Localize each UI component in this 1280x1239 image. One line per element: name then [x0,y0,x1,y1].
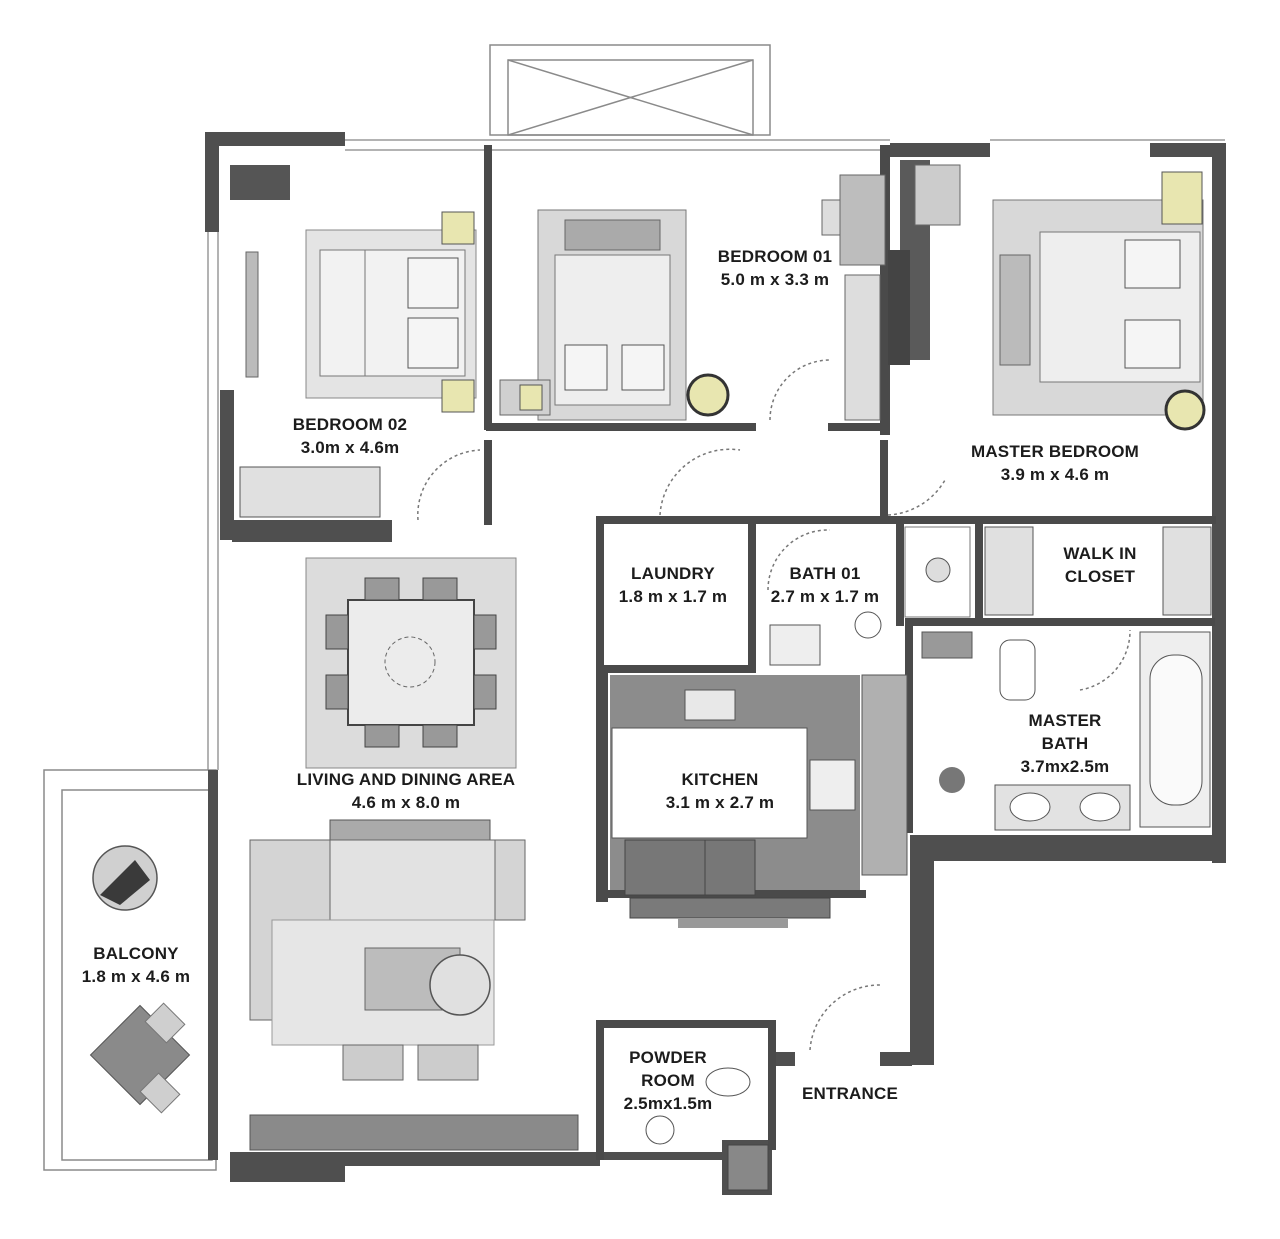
walk-in-closet-line2: CLOSET [1064,567,1136,586]
bedroom02-name: BEDROOM 02 [292,415,408,434]
master-bath-line2: BATH [1041,734,1089,753]
door-swings [417,359,1131,1051]
balcony-square-table [89,1002,191,1114]
living-dining-name: LIVING AND DINING AREA [296,770,516,789]
laundry-name: LAUNDRY [631,564,715,583]
powder-room-line2: ROOM [641,1071,695,1090]
walk-in-closet-label: WALK IN CLOSET [1040,542,1160,588]
master-bedroom-furniture [888,160,1206,431]
bedroom02-dims: 3.0m x 4.6m [300,438,400,457]
balcony-dims: 1.8 m x 4.6 m [81,967,191,986]
bath01-dims: 2.7 m x 1.7 m [770,587,880,606]
bedroom01-dims: 5.0 m x 3.3 m [720,270,830,289]
kitchen-fixtures [610,674,908,928]
balcony-round-table [92,845,158,911]
bedroom01-name: BEDROOM 01 [717,247,833,266]
sofa-set [249,819,579,1151]
living-dining-dims: 4.6 m x 8.0 m [351,793,461,812]
powder-room-fixtures [645,1067,769,1191]
master-bath-fixtures [921,526,1212,831]
bedroom02-furniture [239,211,477,518]
master-bedroom-name: MASTER BEDROOM [970,442,1140,461]
master-bath-line1: MASTER [1028,711,1102,730]
bedroom01-label: BEDROOM 01 5.0 m x 3.3 m [700,245,850,291]
bath01-fixtures [769,526,971,666]
bath01-label: BATH 01 2.7 m x 1.7 m [760,562,890,608]
dining-set [305,557,517,769]
laundry-dims: 1.8 m x 1.7 m [618,587,728,606]
walk-in-closet-line1: WALK IN [1063,544,1137,563]
master-bedroom-dims: 3.9 m x 4.6 m [1000,465,1110,484]
bedroom02-label: BEDROOM 02 3.0m x 4.6m [270,413,430,459]
bath01-name: BATH 01 [789,564,861,583]
master-bedroom-label: MASTER BEDROOM 3.9 m x 4.6 m [950,440,1160,486]
balcony-name: BALCONY [93,944,179,963]
kitchen-name: KITCHEN [681,770,759,789]
top-balcony [489,44,771,136]
laundry-label: LAUNDRY 1.8 m x 1.7 m [608,562,738,608]
entrance-name: ENTRANCE [801,1084,899,1103]
powder-room-label: POWDER ROOM 2.5mx1.5m [608,1046,728,1115]
entrance-label: ENTRANCE [790,1082,910,1105]
powder-room-line1: POWDER [629,1048,707,1067]
master-bath-dims: 3.7mx2.5m [1020,757,1110,776]
master-bath-label: MASTER BATH 3.7mx2.5m [1000,709,1130,778]
living-dining-label: LIVING AND DINING AREA 4.6 m x 8.0 m [276,768,536,814]
bedroom01-furniture [499,174,886,421]
kitchen-label: KITCHEN 3.1 m x 2.7 m [640,768,800,814]
kitchen-dims: 3.1 m x 2.7 m [665,793,775,812]
balcony-label: BALCONY 1.8 m x 4.6 m [62,942,210,988]
powder-room-dims: 2.5mx1.5m [623,1094,713,1113]
